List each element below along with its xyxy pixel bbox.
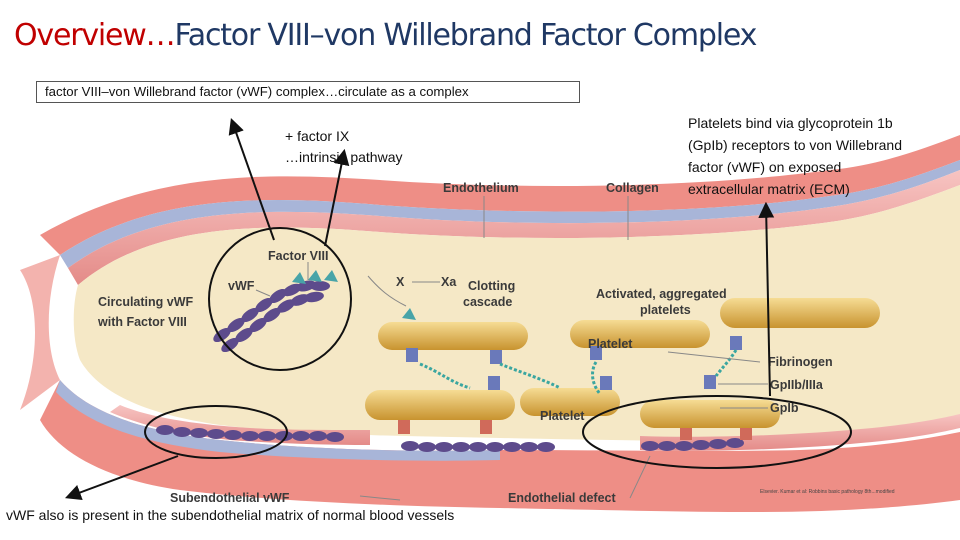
subendothelial-vwf-strands (156, 425, 744, 452)
arrow-to-complex-note (228, 117, 275, 241)
platelet-aggregate (365, 298, 880, 440)
label-platelet-top: Platelet (588, 337, 633, 351)
highlight-ellipse-subendothelial (144, 405, 288, 459)
label-xa: Xa (441, 275, 457, 289)
title-accent: Overview… (14, 18, 176, 53)
factor9-line1: + factor IX (285, 128, 350, 144)
slide-title: Overview…Factor VIII–von Willebrand Fact… (14, 18, 757, 54)
label-factor-viii: Factor VIII (268, 249, 328, 263)
label-activated-line2: platelets (640, 303, 691, 317)
arrow-to-subendothelial-note (65, 455, 179, 501)
label-vwf: vWF (228, 279, 255, 293)
label-endothelium: Endothelium (443, 181, 519, 195)
title-main: Factor VIII–von Willebrand Factor Comple… (174, 18, 757, 53)
arrow-to-platelet-note (758, 201, 775, 397)
complex-note-box: factor VIII–von Willebrand factor (vWF) … (36, 81, 580, 103)
arrow-to-factor9-note (324, 148, 350, 247)
label-endothelial-defect: Endothelial defect (508, 491, 616, 505)
label-circulating-line1: Circulating vWF (98, 295, 194, 309)
circulating-vwf-complex (213, 270, 338, 353)
platelet-note-line4: extracellular matrix (ECM) (688, 181, 850, 197)
highlight-ellipse-gp1b (582, 395, 852, 469)
label-fibrinogen: Fibrinogen (768, 355, 833, 369)
figure-labels: Endothelium Collagen Factor VIII vWF X X… (97, 181, 833, 505)
platelet-note-line3: factor (vWF) on exposed (688, 159, 842, 175)
label-activated-line1: Activated, aggregated (596, 287, 727, 301)
highlight-circle-circulating (208, 227, 352, 371)
platelet-note-line1: Platelets bind via glycoprotein 1b (688, 115, 893, 131)
annotation-overlays (65, 117, 852, 501)
platelet-binding-note: Platelets bind via glycoprotein 1b (GpIb… (688, 112, 902, 200)
label-circulating-line2: with Factor VIII (97, 315, 187, 329)
label-platelet-bottom: Platelet (540, 409, 585, 423)
subendothelial-note: vWF also is present in the subendothelia… (6, 507, 455, 523)
label-clotting-line1: Clotting (468, 279, 515, 293)
leader-lines (255, 196, 768, 501)
label-collagen: Collagen (606, 181, 659, 195)
factor9-note: + factor IX …intrinsic pathway (285, 126, 403, 168)
factor9-line2: …intrinsic pathway (285, 149, 403, 165)
platelet-note-line2: (GpIb) receptors to von Willebrand (688, 137, 902, 153)
label-gp2b3a: GpIIb/IIIa (770, 378, 824, 392)
label-subendothelial-vwf: Subendothelial vWF (170, 491, 290, 505)
label-clotting-line2: cascade (463, 295, 512, 309)
source-citation: Elsevier. Kumar et al: Robbins basic pat… (760, 489, 895, 495)
label-gp1b: GpIb (770, 401, 799, 415)
label-x: X (396, 275, 405, 289)
vessel-wall (20, 135, 960, 512)
